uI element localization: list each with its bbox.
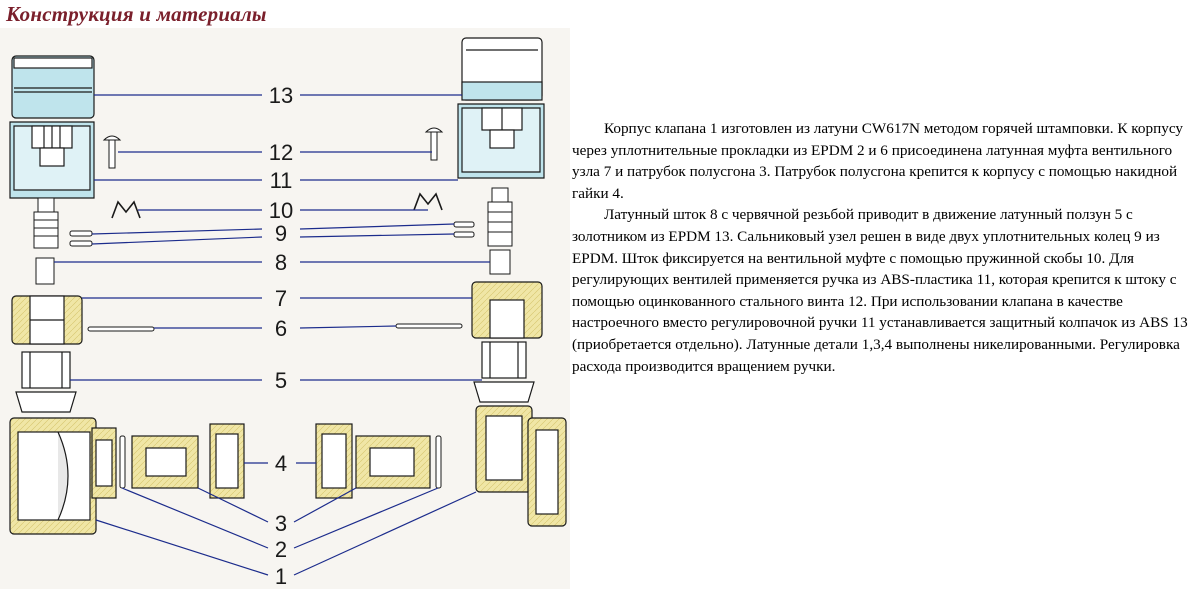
union-nut-4-left xyxy=(209,423,245,499)
callout-10: 10 xyxy=(269,198,293,223)
valve-body-1-right xyxy=(475,405,567,527)
callout-3: 3 xyxy=(275,511,287,536)
callout-9: 9 xyxy=(275,221,287,246)
screw-12-left xyxy=(102,135,122,169)
valve-body-1-left xyxy=(9,417,117,535)
cap-13-right xyxy=(461,37,543,101)
tailpiece-3-right xyxy=(355,435,431,489)
callout-6: 6 xyxy=(275,316,287,341)
screw-12-right xyxy=(424,127,444,161)
callout-8: 8 xyxy=(275,250,287,275)
page-title: Конструкция и материалы xyxy=(6,2,267,26)
valve-exploded-diagram: 13 12 11 10 9 8 7 6 5 4 3 2 1 xyxy=(0,28,570,589)
callout-4: 4 xyxy=(275,451,287,476)
gasket-6-right xyxy=(395,323,463,329)
union-nut-4-right xyxy=(315,423,353,499)
slider-5-right xyxy=(473,341,535,403)
callout-12: 12 xyxy=(269,140,293,165)
tailpiece-3-left xyxy=(131,435,199,489)
spring-clip-10-left xyxy=(111,200,141,219)
handle-11-left xyxy=(9,121,95,199)
callout-1: 1 xyxy=(275,564,287,589)
o-rings-9-right xyxy=(453,221,475,238)
callout-2: 2 xyxy=(275,537,287,562)
callout-13: 13 xyxy=(269,83,293,108)
callout-7: 7 xyxy=(275,286,287,311)
callout-numbers: 13 12 11 10 9 8 7 6 5 4 3 2 1 xyxy=(269,83,293,589)
handle-11-right xyxy=(457,103,545,179)
seal-2-right xyxy=(435,435,442,489)
stem-8-right xyxy=(487,187,513,275)
seal-2-left xyxy=(119,435,126,489)
gasket-6-left xyxy=(87,326,155,332)
description-text: Корпус клапана 1 изготовлен из латуни CW… xyxy=(572,118,1198,377)
spring-clip-10-right xyxy=(413,192,443,211)
leader-lines xyxy=(54,94,490,576)
coupling-7-right xyxy=(471,281,543,339)
cap-13-left xyxy=(11,55,95,119)
slider-5-left xyxy=(15,351,77,413)
coupling-7-left xyxy=(11,295,83,345)
callout-5: 5 xyxy=(275,368,287,393)
stem-8-left xyxy=(33,197,59,285)
description-paragraph-1: Корпус клапана 1 изготовлен из латуни CW… xyxy=(572,120,1183,202)
description-paragraph-2: Латунный шток 8 с червячной резьбой прив… xyxy=(572,206,1188,375)
callout-11: 11 xyxy=(270,168,293,193)
